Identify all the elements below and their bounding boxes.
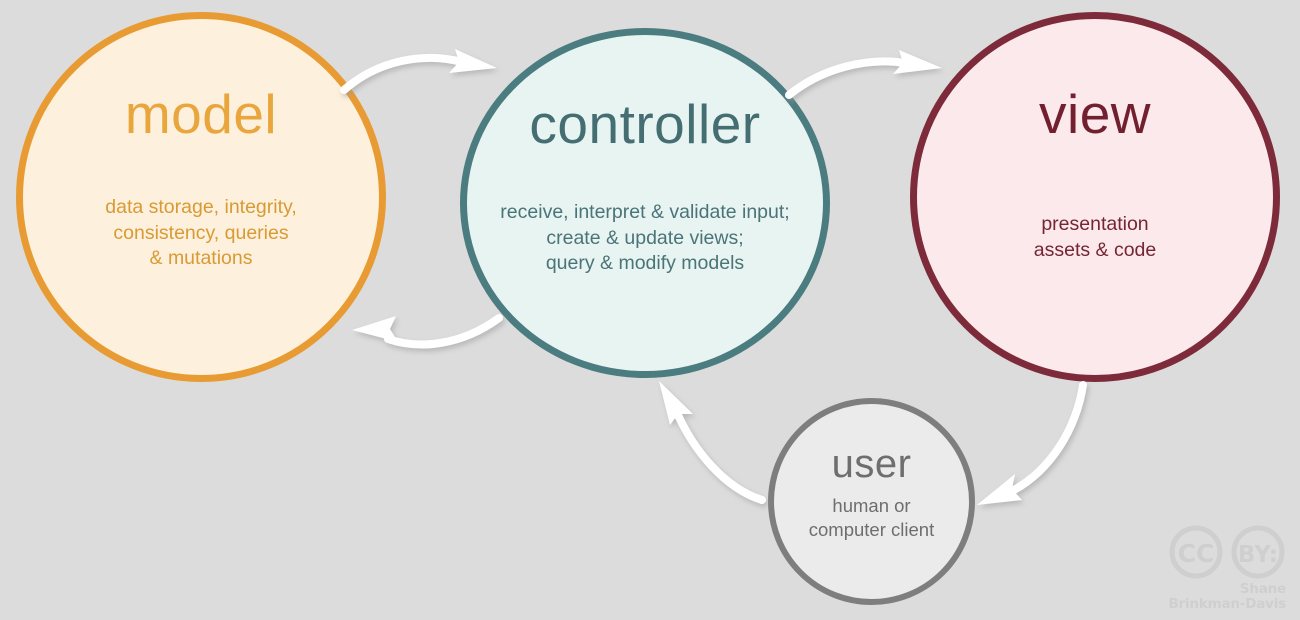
node-controller-description-line: query & modify models	[545, 252, 745, 275]
attribution-by-label: BY:	[1238, 542, 1278, 568]
node-model-description: data storage, integrity, consistency, qu…	[71, 195, 331, 272]
license-badge: CC BY: Shane Brinkman-Davis	[1156, 524, 1286, 612]
node-controller-description-line: create & update views;	[546, 226, 744, 249]
attribution-by-icon: BY:	[1231, 525, 1285, 579]
node-controller[interactable]: controller receive, interpret & validate…	[460, 28, 830, 378]
attribution-name-line1: Shane	[1239, 581, 1286, 598]
attribution-text: Shane Brinkman-Davis	[1168, 582, 1286, 612]
node-view-title: view	[1038, 83, 1152, 145]
node-user[interactable]: user human or computer client	[768, 398, 975, 605]
creative-commons-marks: CC BY:	[1168, 524, 1286, 580]
node-user-title: user	[831, 442, 912, 486]
node-model-description-line: data storage, integrity,	[105, 196, 297, 218]
node-view[interactable]: view presentation assets & code	[910, 12, 1280, 382]
node-view-description-line: assets & code	[1033, 238, 1157, 261]
node-model-title: model	[124, 83, 278, 145]
arrow-user-to-controller	[659, 381, 766, 504]
node-model-description-line: consistency, queries	[113, 221, 289, 244]
creative-commons-icon: CC	[1169, 525, 1223, 579]
node-controller-description-line: receive, interpret & validate input;	[500, 201, 790, 223]
node-user-description-line: computer client	[808, 519, 935, 541]
arrow-view-to-user	[977, 381, 1087, 505]
node-user-description: human or computer client	[777, 494, 967, 543]
arrow-controller-to-model	[352, 314, 503, 349]
attribution-name-line2: Brinkman-Davis	[1168, 596, 1286, 613]
node-view-description: presentation assets & code	[970, 212, 1220, 263]
arrow-model-to-controller	[340, 49, 497, 94]
creative-commons-label: CC	[1178, 539, 1215, 568]
node-controller-title: controller	[529, 93, 761, 155]
arrow-controller-to-view	[785, 50, 942, 99]
node-model-description-line: & mutations	[149, 247, 253, 270]
node-controller-description: receive, interpret & validate input; cre…	[480, 200, 810, 277]
node-view-description-line: presentation	[1041, 213, 1149, 235]
node-user-description-line: human or	[832, 495, 911, 516]
node-model[interactable]: model data storage, integrity, consisten…	[16, 12, 386, 382]
